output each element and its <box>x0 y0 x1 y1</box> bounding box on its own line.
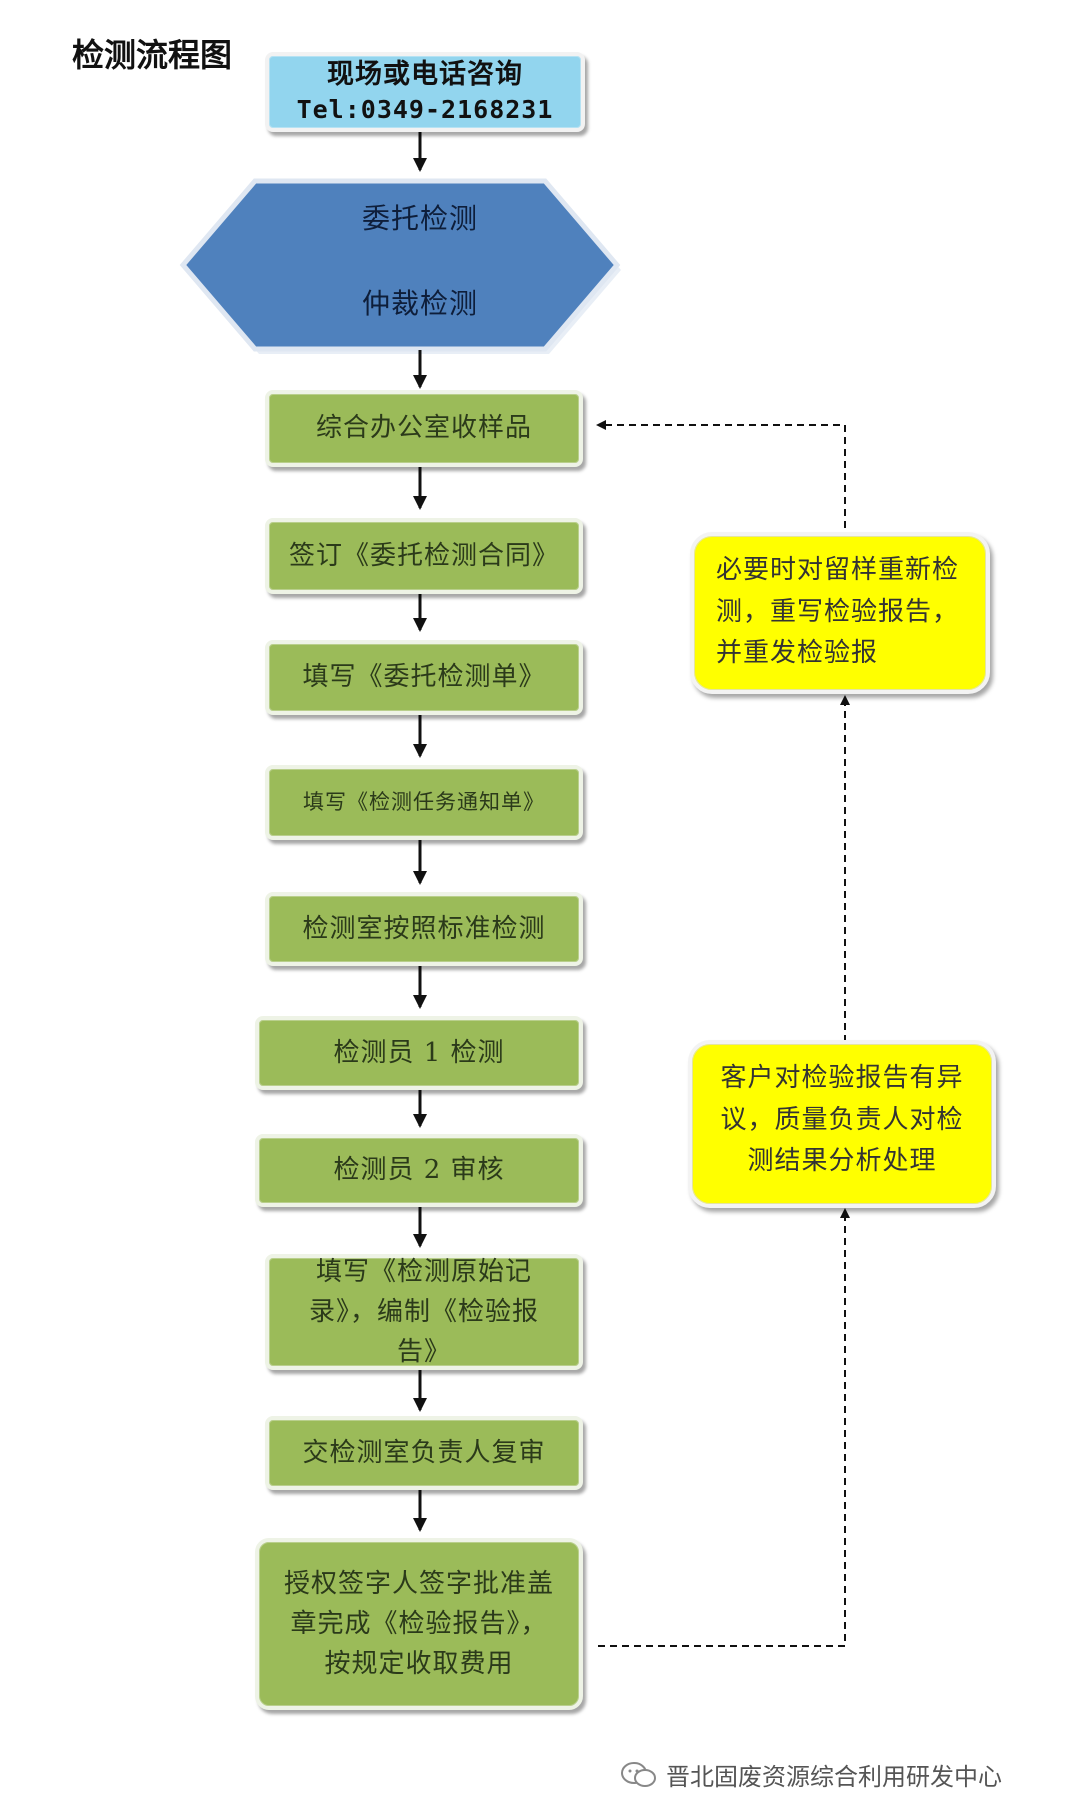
hexagon-label-entrusted: 委托检测 <box>361 202 478 235</box>
step-label: 填写《检测任务通知单》 <box>303 790 545 815</box>
step-sign-contract: 签订《委托检测合同》 <box>265 518 583 594</box>
contact-phone: Tel:0349-2168231 <box>296 95 554 125</box>
step-lab-testing: 检测室按照标准检测 <box>265 892 583 966</box>
step-authorized-approval: 授权签字人签字批准盖章完成《检验报告》，按规定收取费用 <box>255 1538 583 1710</box>
step-lab-head-review: 交检测室负责人复审 <box>265 1416 583 1490</box>
contact-box: 现场或电话咨询 Tel:0349-2168231 <box>265 52 585 132</box>
note-retest: 必要时对留样重新检测，重写检验报告，并重发检验报 <box>690 532 990 694</box>
hexagon-fill <box>179 178 621 352</box>
step-label: 检测员 1 检测 <box>333 1037 505 1068</box>
watermark: 晋北固废资源综合利用研发中心 <box>620 1757 1002 1792</box>
step-label: 填写《检测原始记录》，编制《检验报告》 <box>308 1256 539 1368</box>
step-label: 综合办公室收样品 <box>315 413 532 444</box>
step-label: 签订《委托检测合同》 <box>288 540 559 571</box>
note-retest-text: 必要时对留样重新检测，重写检验报告，并重发检验报 <box>716 555 960 669</box>
step-inspector-2: 检测员 2 审核 <box>255 1134 583 1207</box>
wechat-icon <box>621 1761 656 1787</box>
step-inspector-1: 检测员 1 检测 <box>255 1016 583 1090</box>
step-fill-request-form: 填写《委托检测单》 <box>265 640 583 715</box>
watermark-text: 晋北固废资源综合利用研发中心 <box>666 1763 1002 1791</box>
step-label: 交检测室负责人复审 <box>302 1437 546 1468</box>
feedback-loop <box>596 420 850 1647</box>
step-label: 检测员 2 审核 <box>333 1155 505 1186</box>
step-fill-record-compile-report: 填写《检测原始记录》，编制《检验报告》 <box>265 1254 583 1370</box>
step-label: 检测室按照标准检测 <box>302 913 546 944</box>
note-dispute-text: 客户对检验报告有异议，质量负责人对检测结果分析处理 <box>720 1063 964 1177</box>
step-label: 授权签字人签字批准盖章完成《检验报告》，按规定收取费用 <box>283 1568 554 1680</box>
note-dispute: 客户对检验报告有异议，质量负责人对检测结果分析处理 <box>688 1040 996 1208</box>
hexagon-label-arbitration: 仲裁检测 <box>361 287 478 320</box>
contact-line1: 现场或电话咨询 <box>327 58 523 90</box>
step-label: 填写《委托检测单》 <box>302 662 546 693</box>
step-receive-samples: 综合办公室收样品 <box>265 390 583 467</box>
dashed-line-to-dispute-note <box>598 1208 850 1647</box>
step-fill-task-notice: 填写《检测任务通知单》 <box>265 765 583 840</box>
dashed-line-to-step1 <box>596 420 846 528</box>
page-title: 检测流程图 <box>72 36 233 74</box>
